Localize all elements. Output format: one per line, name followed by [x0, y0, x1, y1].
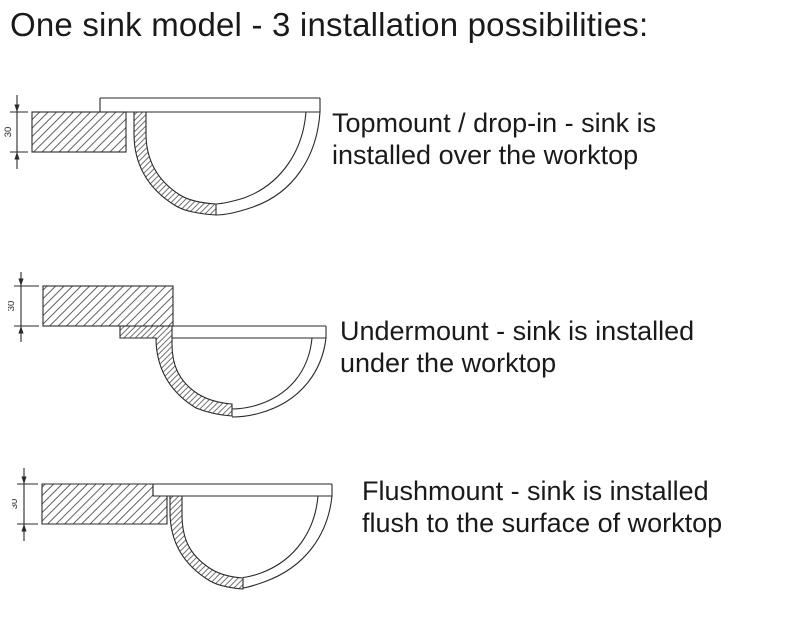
dimension-label: 30 — [4, 127, 14, 138]
undermount-drawing: 30 — [8, 272, 327, 418]
bowl-outline — [242, 495, 333, 589]
sink-rim — [172, 325, 327, 339]
dimension-lines — [14, 272, 39, 342]
bowl-outline — [231, 337, 327, 418]
topmount-drawing: 30 — [4, 95, 321, 216]
sink-rim — [152, 483, 333, 497]
sink-wall-section — [119, 325, 233, 417]
sink-rim — [99, 97, 321, 113]
flushmount-drawing: 30 — [12, 468, 333, 590]
bowl-outline — [215, 111, 321, 216]
topmount-label: Topmount / drop-in - sink is installed o… — [332, 108, 657, 170]
flushmount-label: Flushmount - sink is installed flush to … — [362, 476, 723, 538]
dimension-lines — [17, 468, 38, 541]
worktop-section — [42, 285, 174, 327]
worktop-section — [41, 483, 168, 525]
sink-wall-section — [169, 495, 244, 590]
worktop-section — [31, 111, 127, 153]
sink-wall-section — [133, 111, 217, 216]
page-title: One sink model - 3 installation possibil… — [10, 6, 649, 43]
undermount-label: Undermount - sink is installed under the… — [340, 316, 695, 378]
dimension-label: 30 — [8, 301, 17, 312]
dimension-lines — [10, 95, 28, 169]
dimension-label: 30 — [12, 499, 20, 510]
